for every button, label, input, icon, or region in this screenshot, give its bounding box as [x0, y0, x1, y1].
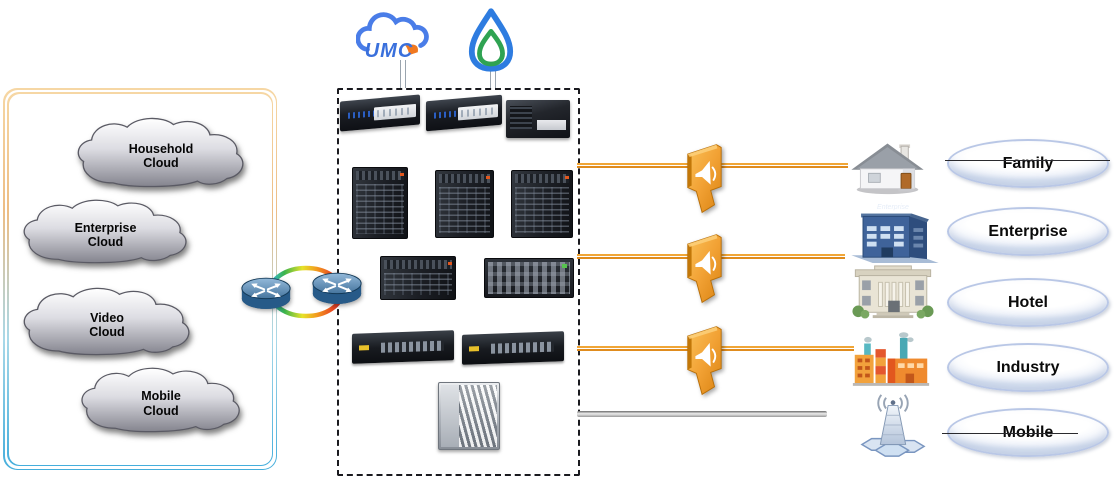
house-icon — [845, 139, 930, 195]
core-router-icon-right — [311, 272, 363, 306]
cloud-label: Mobile — [141, 389, 181, 404]
cloud-icon — [77, 117, 244, 188]
rack-switch-1 — [352, 330, 454, 364]
cloud-outline-icon — [356, 12, 429, 52]
chassis-device-wide — [380, 256, 456, 300]
endpoint-label-enterprise: Enterprise — [947, 207, 1109, 256]
chassis-device-1 — [352, 167, 408, 239]
cloud-icon — [23, 287, 190, 356]
flame-logo — [467, 8, 515, 72]
outdoor-cabinet-device — [438, 382, 500, 450]
endpoint-label-family: Family — [947, 139, 1109, 188]
cloud-label: Enterprise — [74, 220, 137, 235]
cloud-icon — [81, 367, 240, 433]
logo-connector-line — [490, 70, 496, 88]
umc-cloud-logo: UMC — [356, 10, 432, 64]
chassis-device-3 — [511, 170, 573, 238]
inner-flame-icon — [477, 28, 505, 67]
cloud-label: Video — [90, 310, 124, 325]
hotel-building-icon — [849, 264, 937, 320]
connector-line-family — [945, 160, 1110, 162]
enterprise-building-text: Enterprise — [877, 204, 909, 211]
core-router-icon-left — [240, 277, 292, 311]
endpoint-label-industry: Industry — [947, 343, 1109, 392]
office-building-icon — [851, 199, 939, 263]
endpoint-label-hotel: Hotel — [947, 278, 1109, 327]
rack-device-3 — [506, 100, 570, 138]
endpoint-label-mobile: Mobile — [947, 408, 1109, 457]
optical-splitter-icon — [683, 231, 725, 305]
rack-switch-2 — [462, 331, 564, 365]
optical-splitter-icon — [683, 323, 725, 397]
optical-splitter-icon — [683, 141, 725, 215]
umc-logo-text: UMC — [364, 40, 414, 62]
mobile-link-line — [577, 411, 827, 417]
factory-icon — [851, 331, 931, 388]
orange-swoosh-icon — [405, 44, 418, 56]
cloud-icon — [23, 199, 187, 264]
logo-connector-line — [400, 60, 406, 88]
chassis-device-2 — [435, 170, 494, 238]
modular-access-device — [484, 258, 574, 298]
connector-line-mobile — [942, 433, 1078, 435]
cloud-label: Household — [128, 141, 194, 156]
cell-tower-icon — [854, 390, 932, 460]
